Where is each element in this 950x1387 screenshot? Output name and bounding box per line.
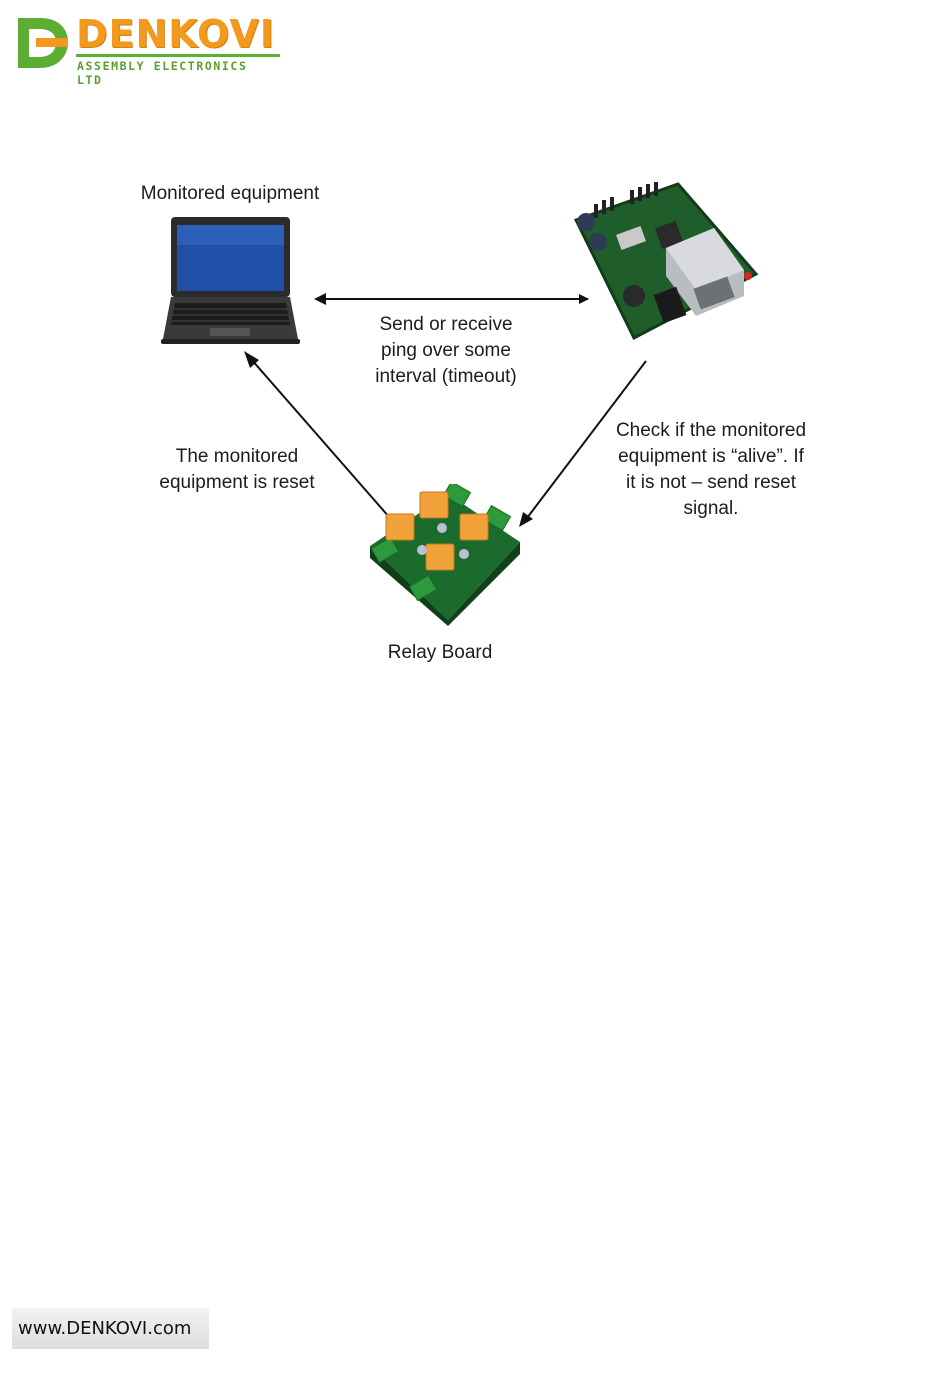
reset-label-line: The monitored xyxy=(132,444,342,470)
ping-label: Send or receive ping over some interval … xyxy=(346,312,546,390)
laptop-icon xyxy=(158,215,303,347)
check-label-line: Check if the monitored xyxy=(594,418,828,444)
relay-board-label: Relay Board xyxy=(340,640,540,666)
check-label-line: equipment is “alive”. If xyxy=(594,444,828,470)
check-label-line: signal. xyxy=(594,496,828,522)
relay-board-icon xyxy=(362,484,524,626)
ethernet-controller-board-icon xyxy=(566,178,771,343)
footer-url-box: www.DENKOVI.com xyxy=(12,1308,209,1349)
ping-label-line: Send or receive xyxy=(346,312,546,338)
monitored-equipment-label: Monitored equipment xyxy=(120,181,340,207)
ping-label-line: interval (timeout) xyxy=(346,364,546,390)
reset-label: The monitored equipment is reset xyxy=(132,444,342,496)
footer-url[interactable]: www.DENKOVI.com xyxy=(18,1318,191,1339)
check-label-line: it is not – send reset xyxy=(594,470,828,496)
reset-label-line: equipment is reset xyxy=(132,470,342,496)
check-alive-label: Check if the monitored equipment is “ali… xyxy=(594,418,828,522)
ping-label-line: ping over some xyxy=(346,338,546,364)
